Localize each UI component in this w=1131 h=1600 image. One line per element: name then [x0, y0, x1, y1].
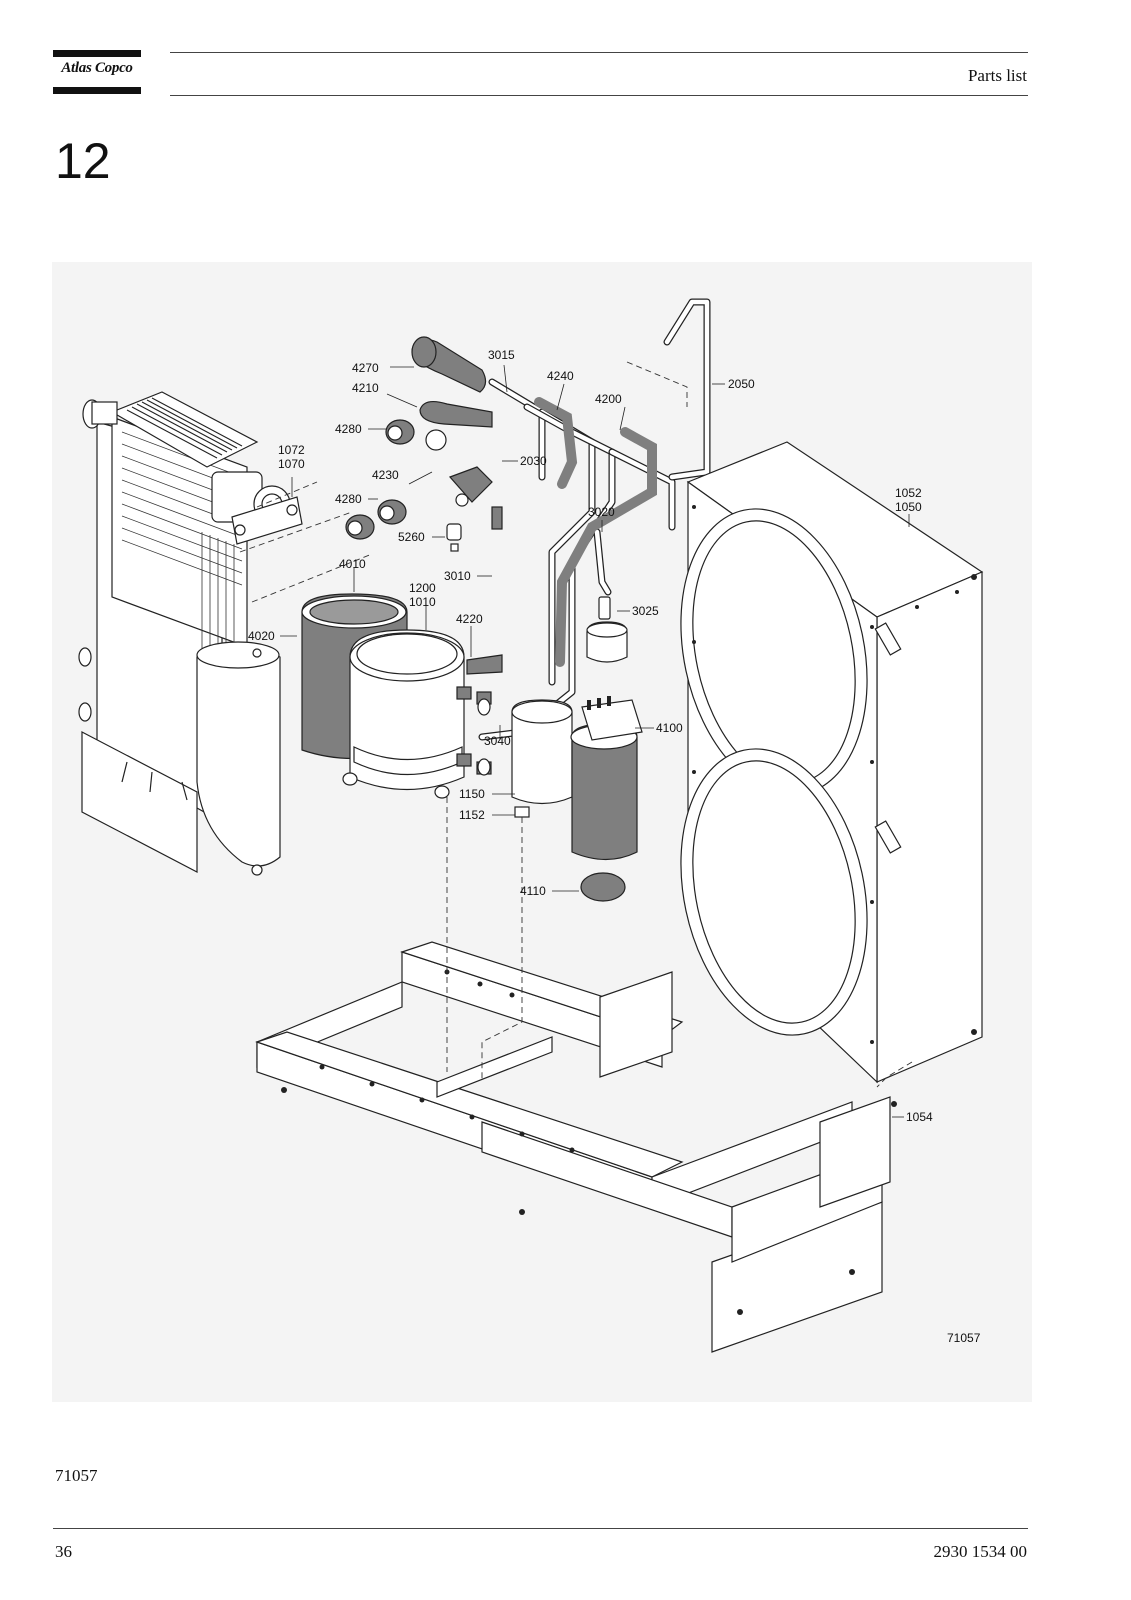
callout-4100: 4100 [656, 721, 683, 735]
fan-shroud-panel [680, 441, 984, 1084]
callout-4200: 4200 [595, 392, 622, 406]
figure-image-number: 71057 [947, 1331, 981, 1345]
section-number: 12 [55, 133, 111, 189]
callout-4280-lower: 4280 [335, 492, 362, 506]
callout-2030: 2030 [520, 454, 547, 468]
callout-3040: 3040 [484, 734, 511, 748]
base-frame [255, 941, 897, 1353]
exploded-view-figure: 4270 3015 4240 4210 4200 2050 4280 2030 … [52, 262, 1032, 1402]
callout-1054: 1054 [906, 1110, 933, 1124]
callout-4270: 4270 [352, 361, 379, 375]
callout-4010: 4010 [339, 557, 366, 571]
figure-reference: 71057 [55, 1466, 98, 1485]
logo-wordmark: Atlas Copco [61, 60, 133, 76]
callout-3010: 3010 [444, 569, 471, 583]
footer-rule [53, 1528, 1028, 1529]
callout-1152: 1152 [459, 808, 485, 822]
logo-bottom-bar [53, 87, 141, 94]
callout-3025: 3025 [632, 604, 659, 618]
exploded-view-drawing: 4270 3015 4240 4210 4200 2050 4280 2030 … [78, 298, 984, 1353]
header-title: Parts list [967, 66, 1027, 85]
callout-1070: 1070 [278, 457, 305, 471]
document-number: 2930 1534 00 [933, 1542, 1028, 1561]
receiver-and-separator [511, 696, 643, 902]
callout-4240: 4240 [547, 369, 574, 383]
page-number: 36 [55, 1542, 72, 1561]
callout-4020: 4020 [248, 629, 275, 643]
callout-1010: 1010 [409, 595, 436, 609]
callout-1150: 1150 [459, 787, 485, 801]
callout-5260: 5260 [398, 530, 425, 544]
pipework [478, 298, 711, 741]
callout-2050: 2050 [728, 377, 755, 391]
callout-1200: 1200 [409, 581, 436, 595]
callout-4210: 4210 [352, 381, 379, 395]
callout-4280-upper: 4280 [335, 422, 362, 436]
valves-and-fittings [345, 336, 628, 776]
atlas-copco-logo: Atlas Copco [53, 50, 141, 94]
header-rule-top [170, 52, 1028, 53]
callout-1052: 1052 [895, 486, 922, 500]
header-rule-bottom [170, 95, 1028, 96]
heat-exchanger-assembly [78, 391, 303, 876]
refrigerant-compressor [301, 593, 503, 799]
callout-1050: 1050 [895, 500, 922, 514]
callout-3020: 3020 [588, 505, 615, 519]
callout-labels: 4270 3015 4240 4210 4200 2050 4280 2030 … [248, 348, 981, 1345]
callout-1072: 1072 [278, 443, 305, 457]
callout-3015: 3015 [488, 348, 515, 362]
logo-top-bar [53, 50, 141, 57]
callout-4220: 4220 [456, 612, 483, 626]
callout-4230: 4230 [372, 468, 399, 482]
callout-leader-lines [280, 364, 910, 1118]
callout-4110: 4110 [520, 884, 546, 898]
assembly-dashed-lines [239, 361, 913, 1088]
